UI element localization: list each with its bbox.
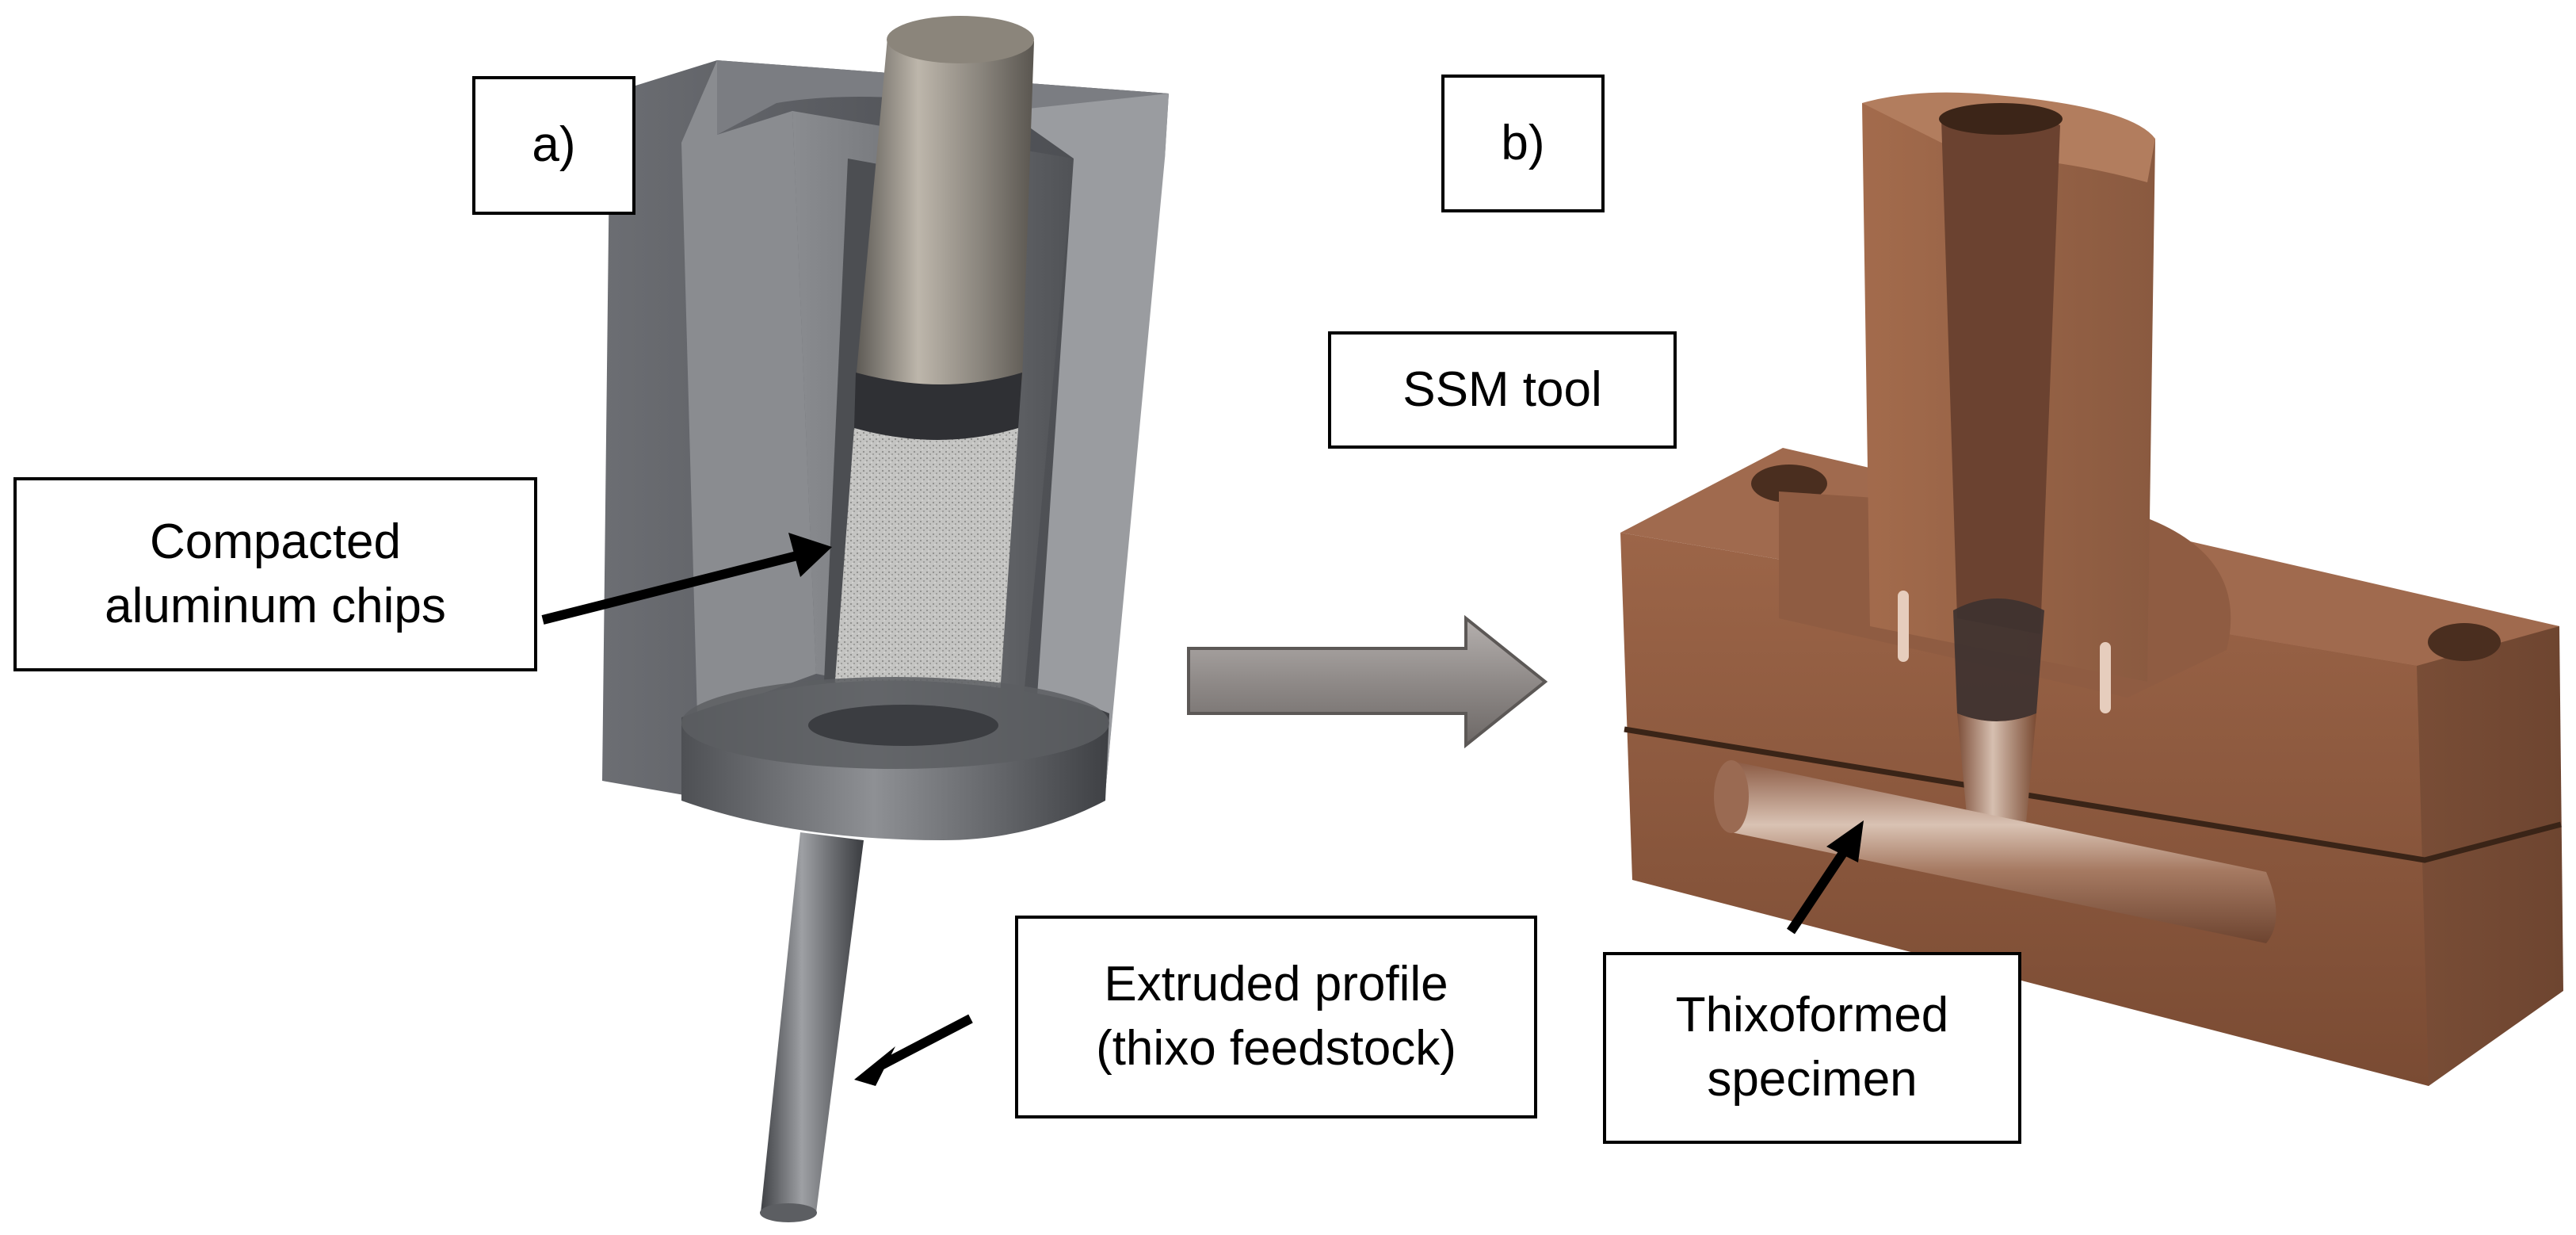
pointer-arrowhead-thixoformed <box>1826 820 1864 862</box>
specimen-bar <box>1723 761 2276 943</box>
extrusion-die-illustration <box>602 16 1169 1222</box>
compacted-chips-line-2: aluminum chips <box>105 578 446 633</box>
pointer-arrowhead-compacted <box>788 533 832 577</box>
tower-bore-top <box>1939 103 2063 135</box>
compacted-chips-line-1: Compacted <box>149 514 402 569</box>
punch-dark-band <box>854 373 1022 440</box>
pointer-arrow-compacted <box>541 550 802 625</box>
ssm-tool-label: SSM tool <box>1328 331 1677 449</box>
extruded-profile-line-1: Extruded profile <box>1104 957 1448 1012</box>
pointer-arrow-extruded <box>877 1014 973 1071</box>
tower-bore <box>1941 114 2060 634</box>
ssm-tool-text: SSM tool <box>1402 361 1602 417</box>
extruded-profile-line-2: (thixo feedstock) <box>1096 1021 1456 1076</box>
pointer-arrowhead-extruded <box>854 1046 895 1086</box>
vent-slot-left <box>1898 591 1909 662</box>
pointer-arrow-thixoformed <box>1787 845 1850 935</box>
die-cut-face-left <box>681 60 816 717</box>
extruded-rod <box>761 832 864 1220</box>
compacted-chips <box>832 428 1018 731</box>
pointer-arrows <box>541 533 1864 1086</box>
panel-a-label: a) <box>472 76 635 215</box>
thixoformed-specimen-label: Thixoformed specimen <box>1603 952 2021 1144</box>
vent-slot-right <box>2100 642 2111 713</box>
specimen-sprue <box>1957 713 2036 840</box>
ssm-tool-illustration <box>1620 92 2563 1086</box>
thixoformed-specimen-line-2: specimen <box>1707 1052 1918 1107</box>
extruded-profile-label: Extruded profile (thixo feedstock) <box>1015 916 1537 1118</box>
process-arrow-icon <box>1187 614 1548 749</box>
extruded-rod-tip <box>760 1203 817 1222</box>
die-bottom-ring-bore <box>808 705 998 746</box>
mold-bolt-hole-right <box>2428 623 2501 661</box>
panel-a-text: a) <box>532 117 576 173</box>
punch-top-face <box>887 16 1034 63</box>
thixoformed-specimen-line-1: Thixoformed <box>1675 988 1949 1043</box>
die-top-rim <box>717 60 1169 159</box>
panel-b-text: b) <box>1501 115 1545 170</box>
punch <box>856 24 1034 393</box>
die-cut-face-right <box>1006 94 1169 801</box>
piston-plug <box>1953 598 2044 721</box>
specimen-bar-end <box>1714 760 1749 833</box>
mold-bolt-hole-left <box>1751 465 1827 503</box>
compacted-chips-label: Compacted aluminum chips <box>13 477 537 671</box>
panel-b-label: b) <box>1441 75 1605 212</box>
mold-parting-line <box>1624 726 2562 863</box>
